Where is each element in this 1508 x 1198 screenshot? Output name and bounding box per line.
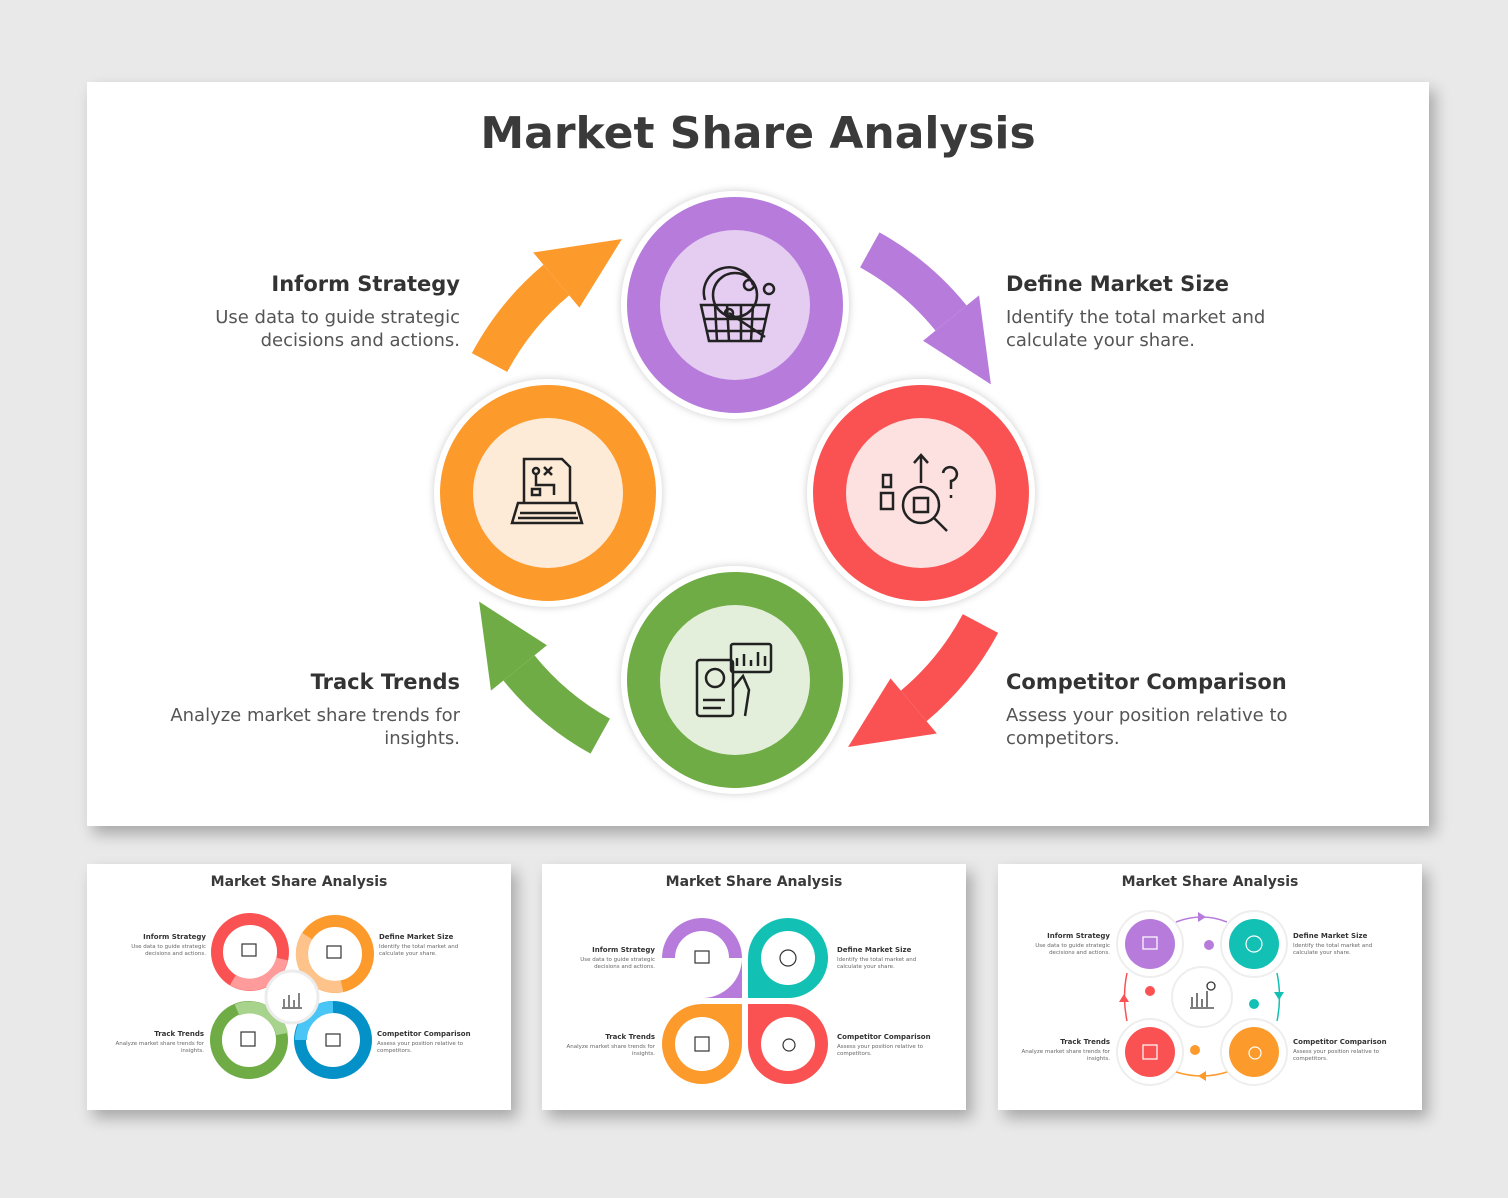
slide-title: Market Share Analysis <box>480 108 1036 159</box>
step-heading: Track Trends <box>605 1033 655 1041</box>
step-heading: Define Market Size <box>837 946 912 954</box>
step-circle-define <box>621 191 849 419</box>
step-description: Analyze market share trends for insights… <box>1021 1049 1110 1062</box>
bar-chart-dollar-icon <box>282 993 302 1009</box>
cycle-diagram <box>434 191 1035 794</box>
step-heading: Track Trends <box>154 1030 204 1038</box>
ring-arrows-diagram <box>210 913 374 1079</box>
step-inform-strategy: Inform Strategy Use data to guide strate… <box>130 272 460 352</box>
step-description: Assess your position relative to competi… <box>377 1041 464 1054</box>
step-description: Use data to guide strategic decisions an… <box>580 957 655 970</box>
step-description: Use data to guide strategic decisions an… <box>215 307 460 351</box>
step-circle-competitor <box>807 379 1035 607</box>
step-description: Assess your position relative to competi… <box>1293 1049 1380 1062</box>
step-heading: Inform Strategy <box>592 946 655 954</box>
step-heading: Track Trends <box>310 670 460 694</box>
step-description: Analyze market share trends for insights… <box>566 1044 655 1057</box>
step-heading: Define Market Size <box>379 933 454 941</box>
phone-chart-icon <box>695 642 773 718</box>
step-competitor-comparison: Competitor Comparison Assess your positi… <box>1006 670 1296 750</box>
thumbnail-title: Market Share Analysis <box>210 874 388 890</box>
cycle-arrow-purple <box>860 232 967 331</box>
main-slide: Market Share Analysis <box>87 82 1429 826</box>
cycle-arrowhead-green <box>479 601 547 691</box>
laptop-strategy-icon <box>510 457 584 525</box>
step-heading: Competitor Comparison <box>837 1033 931 1041</box>
step-description: Use data to guide strategic decisions an… <box>131 944 206 957</box>
cycle-arrow-orange <box>471 264 570 372</box>
step-heading: Competitor Comparison <box>377 1030 471 1038</box>
step-description: Identify the total market and calculate … <box>379 944 459 957</box>
market-basket-globe-icon <box>699 266 776 343</box>
step-heading: Competitor Comparison <box>1293 1038 1387 1046</box>
cycle-arrowhead-purple <box>923 295 991 385</box>
step-description: Use data to guide strategic decisions an… <box>1035 943 1110 956</box>
step-heading: Track Trends <box>1060 1038 1110 1046</box>
cycle-arrow-red <box>900 614 999 722</box>
dots-cycle-diagram <box>1116 910 1288 1086</box>
cycle-arrowhead-orange <box>533 239 622 308</box>
step-description: Assess your position relative to competi… <box>1006 705 1288 749</box>
step-description: Identify the total market and calculate … <box>837 957 917 970</box>
step-description: Analyze market share trends for insights… <box>170 705 460 749</box>
magnifier-comparison-icon <box>879 453 959 532</box>
step-circle-strategy <box>434 379 662 607</box>
step-heading: Define Market Size <box>1293 932 1368 940</box>
step-track-trends: Track Trends Analyze market share trends… <box>130 670 460 750</box>
step-description: Identify the total market and calculate … <box>1006 307 1266 351</box>
petal-diagram <box>662 918 828 1084</box>
step-define-market-size: Define Market Size Identify the total ma… <box>1006 272 1336 352</box>
step-heading: Inform Strategy <box>143 933 206 941</box>
step-description: Analyze market share trends for insights… <box>115 1041 204 1054</box>
cycle-arrowhead-red <box>848 678 937 747</box>
cycle-arrow-green <box>503 655 610 754</box>
thumbnail-title: Market Share Analysis <box>1121 874 1299 890</box>
step-description: Assess your position relative to competi… <box>837 1044 924 1057</box>
step-heading: Competitor Comparison <box>1006 670 1287 694</box>
step-heading: Inform Strategy <box>271 272 460 296</box>
step-heading: Inform Strategy <box>1047 932 1110 940</box>
step-circle-trends <box>621 566 849 794</box>
thumbnail-title: Market Share Analysis <box>665 874 843 890</box>
step-heading: Define Market Size <box>1006 272 1229 296</box>
step-description: Identify the total market and calculate … <box>1293 943 1373 956</box>
